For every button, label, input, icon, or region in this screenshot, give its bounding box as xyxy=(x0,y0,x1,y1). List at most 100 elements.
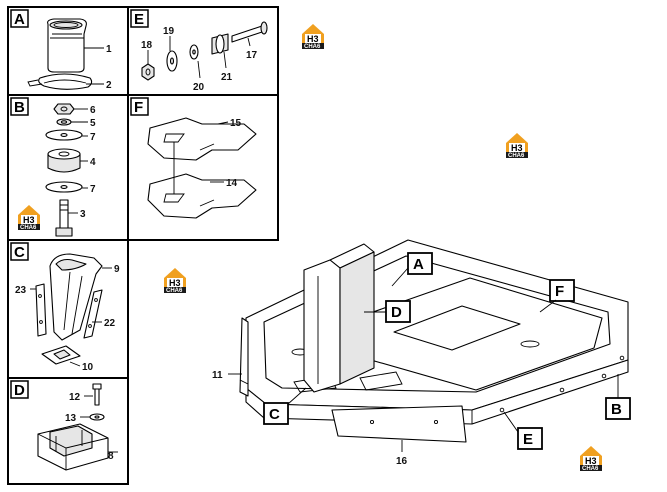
callout-23: 23 xyxy=(15,285,27,296)
panel-f-letter: F xyxy=(130,97,149,116)
panel-d-letter: D xyxy=(10,380,29,399)
washer-upper-part xyxy=(45,129,83,141)
svg-text:H3: H3 xyxy=(169,278,181,288)
leader-21 xyxy=(223,51,227,69)
hose-clamp-part xyxy=(27,73,93,90)
rubber-mount-part xyxy=(47,148,81,173)
label-b-main: B xyxy=(605,397,631,420)
leader-17 xyxy=(247,37,251,47)
leader-20 xyxy=(197,60,201,79)
lever-column xyxy=(303,243,375,393)
panel-f-frame xyxy=(127,94,279,241)
nut-part xyxy=(53,103,75,115)
callout-14: 14 xyxy=(226,178,238,189)
leader-10 xyxy=(69,361,81,367)
svg-text:H3: H3 xyxy=(23,215,35,225)
callout-15: 15 xyxy=(230,118,242,129)
right-bracket-part xyxy=(83,289,103,339)
svg-text:A: A xyxy=(14,11,25,28)
svg-text:D: D xyxy=(391,304,402,321)
side-bracket-11 xyxy=(239,317,249,397)
svg-text:H3: H3 xyxy=(307,34,319,44)
leader-a-main xyxy=(391,267,409,287)
callout-10: 10 xyxy=(82,362,94,373)
panel-d-frame xyxy=(7,377,129,485)
callout-7b: 7 xyxy=(90,184,96,195)
callout-7a: 7 xyxy=(90,132,96,143)
nut-e-part xyxy=(141,63,155,81)
boot-part xyxy=(47,18,87,73)
washer-lower-part xyxy=(45,181,83,193)
callout-20: 20 xyxy=(193,82,205,93)
watermark-logo-5: H3 CHA6 xyxy=(580,446,602,472)
label-d-main: D xyxy=(385,300,411,323)
svg-text:B: B xyxy=(611,401,622,418)
callout-22: 22 xyxy=(104,318,116,329)
leader-e-main xyxy=(503,411,519,433)
callout-12: 12 xyxy=(69,392,81,403)
shoulder-bolt-part xyxy=(231,21,268,43)
svg-text:F: F xyxy=(555,283,564,300)
svg-text:CHA6: CHA6 xyxy=(304,44,321,50)
floor-frame xyxy=(245,239,629,425)
watermark-logo-3: H3 CHA6 xyxy=(18,205,40,231)
callout-13: 13 xyxy=(65,413,77,424)
callout-5: 5 xyxy=(90,118,96,129)
callout-11: 11 xyxy=(212,370,223,381)
svg-text:F: F xyxy=(134,99,143,116)
callout-9: 9 xyxy=(114,264,120,275)
callout-21: 21 xyxy=(221,72,233,83)
callout-18: 18 xyxy=(141,40,153,51)
callout-1: 1 xyxy=(106,44,112,55)
callout-19: 19 xyxy=(163,26,175,37)
panel-b-letter: B xyxy=(10,97,29,116)
svg-text:A: A xyxy=(413,256,424,273)
callout-16: 16 xyxy=(396,456,408,467)
callout-17: 17 xyxy=(246,50,258,61)
callout-4: 4 xyxy=(90,157,96,168)
callout-2: 2 xyxy=(106,80,112,91)
panel-a-letter: A xyxy=(10,9,29,28)
svg-text:H3: H3 xyxy=(511,143,523,153)
panel-e-letter: E xyxy=(130,9,149,28)
mount-block-part xyxy=(37,423,109,471)
gasket-15-part xyxy=(147,117,257,161)
leader-c-main xyxy=(287,387,307,405)
svg-text:E: E xyxy=(134,11,144,28)
watermark-logo-2: H3 CHA6 xyxy=(506,133,528,159)
washer-20-part xyxy=(189,44,199,60)
callout-6: 6 xyxy=(90,105,96,116)
svg-text:B: B xyxy=(14,99,25,116)
washer-d-part xyxy=(89,413,105,421)
bushing-21-part xyxy=(211,33,229,55)
bolt-part xyxy=(55,199,73,237)
leader-15 xyxy=(217,121,229,125)
left-bracket-part xyxy=(35,283,47,337)
svg-text:E: E xyxy=(523,431,533,448)
svg-text:CHA6: CHA6 xyxy=(20,225,37,231)
watermark-logo-4: H3 CHA6 xyxy=(164,268,186,294)
svg-text:H3: H3 xyxy=(585,456,597,466)
svg-text:D: D xyxy=(14,382,25,399)
front-plate-16 xyxy=(331,405,467,443)
svg-text:CHA6: CHA6 xyxy=(166,288,183,294)
svg-text:C: C xyxy=(269,406,280,423)
label-c-main: C xyxy=(263,402,289,425)
gasket-14-part xyxy=(147,173,257,219)
base-plate-part xyxy=(41,345,81,365)
label-f-main: F xyxy=(549,279,575,302)
svg-text:CHA6: CHA6 xyxy=(508,153,525,159)
lock-washer-part xyxy=(56,118,72,126)
panel-c-letter: C xyxy=(10,242,29,261)
svg-text:C: C xyxy=(14,244,25,261)
leader-f-main xyxy=(539,299,557,313)
callout-3: 3 xyxy=(80,209,86,220)
label-a-main: A xyxy=(407,252,433,275)
lever-housing-part xyxy=(49,253,103,341)
washer-19-part xyxy=(166,50,178,72)
watermark-logo-1: H3 CHA6 xyxy=(302,24,324,50)
screw-part xyxy=(92,383,102,406)
svg-text:CHA6: CHA6 xyxy=(582,466,599,472)
label-e-main: E xyxy=(517,427,543,450)
